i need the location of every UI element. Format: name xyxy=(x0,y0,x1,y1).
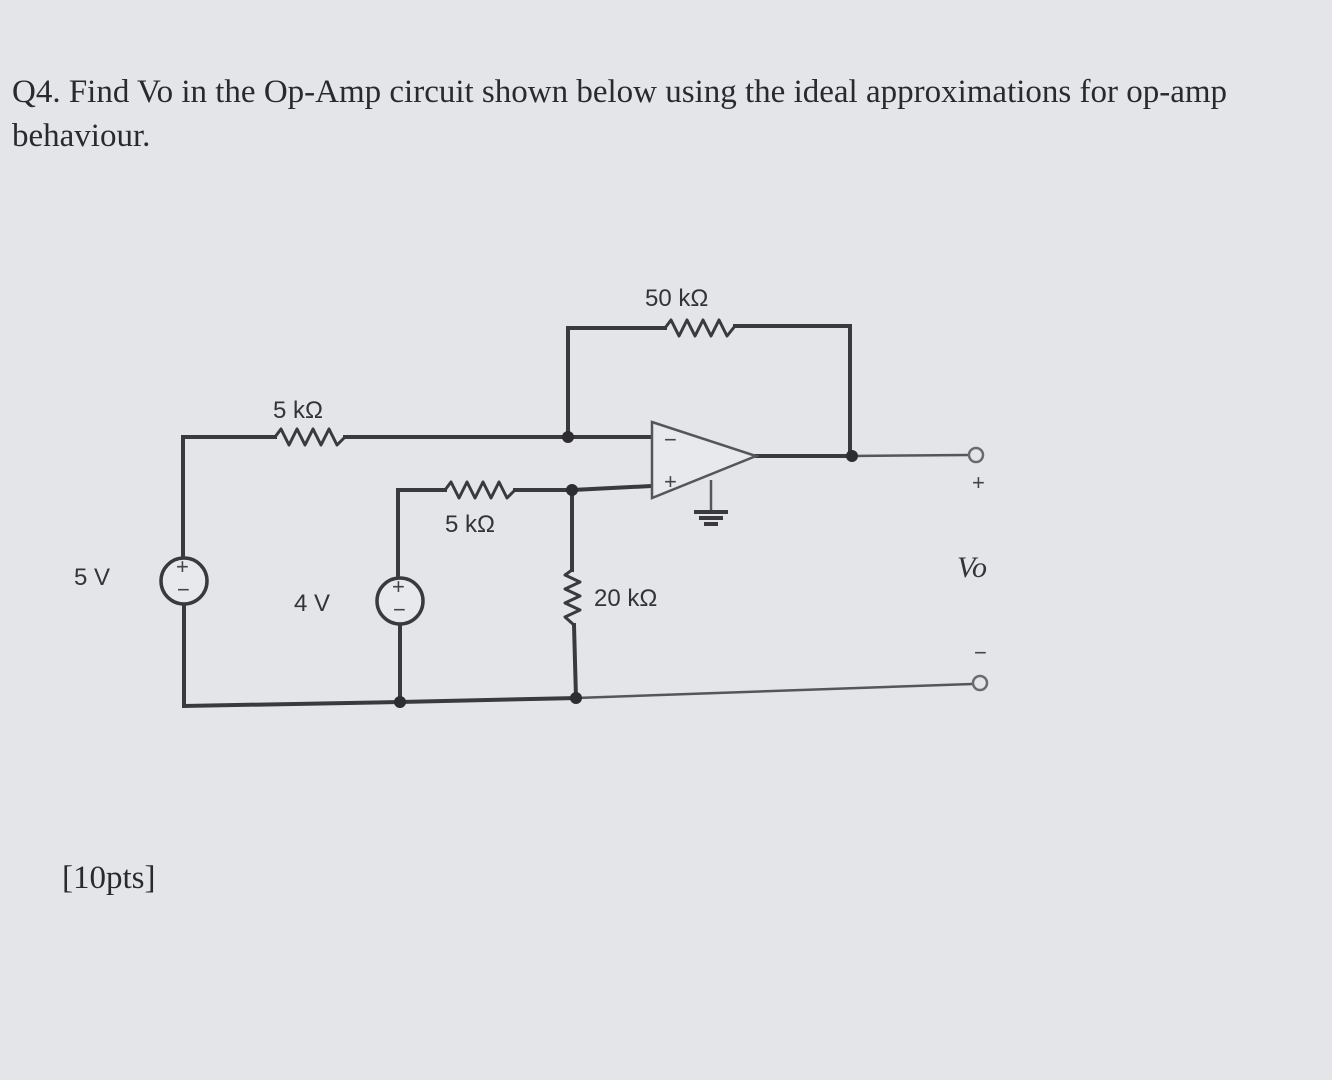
label-r-20k: 20 kΩ xyxy=(594,585,657,612)
wire-node-to-plus xyxy=(569,483,655,493)
circuit-wires xyxy=(181,324,973,709)
output-terminal-minus xyxy=(971,674,989,692)
junction-inverting-node xyxy=(562,431,574,443)
source-4v-plus: + xyxy=(392,574,405,599)
junction-noninverting-node xyxy=(566,484,578,496)
wire-left-top xyxy=(181,435,277,560)
label-source-5v: 5 V xyxy=(74,564,110,591)
wire-feedback-right xyxy=(733,324,852,457)
output-minus-sign: − xyxy=(974,640,987,665)
label-r-5k-top: 5 kΩ xyxy=(273,397,323,424)
opamp-plus-sign: + xyxy=(664,469,677,494)
output-plus-sign: + xyxy=(972,470,985,495)
junction-bottom-mid xyxy=(394,696,406,708)
wire-mid-top xyxy=(396,488,447,580)
output-voltage-label: Vo xyxy=(957,551,987,584)
junction-output-node xyxy=(846,450,858,462)
opamp-minus-sign: − xyxy=(664,427,677,452)
label-r-5k-middle: 5 kΩ xyxy=(445,511,495,538)
opamp: − + xyxy=(650,420,760,500)
resistor-50k-feedback xyxy=(663,318,737,338)
wire-r3-to-ground xyxy=(571,622,579,701)
source-4v-minus: − xyxy=(393,597,406,622)
resistor-20k xyxy=(563,568,582,627)
wire-bottom-rail xyxy=(181,695,579,709)
voltage-source-5v: + − xyxy=(159,554,209,606)
wire-feedback-left xyxy=(566,326,667,439)
ground-symbol-icon xyxy=(694,510,728,526)
output-terminal-plus xyxy=(967,446,985,464)
wire-output-terminal xyxy=(849,453,969,458)
source-5v-plus: + xyxy=(176,554,189,579)
source-5v-minus: − xyxy=(177,577,190,602)
resistor-5k-top xyxy=(273,427,347,447)
voltage-source-4v: + − xyxy=(375,574,425,626)
label-r-50k: 50 kΩ xyxy=(645,285,708,312)
wire-bottom-terminal xyxy=(575,682,973,700)
points-label: [10pts] xyxy=(62,860,156,896)
label-source-4v: 4 V xyxy=(294,590,330,617)
resistor-5k-middle xyxy=(443,480,517,500)
junction-bottom-right xyxy=(570,692,582,704)
question-text: Q4. Find Vo in the Op-Amp circuit shown … xyxy=(12,74,1228,154)
